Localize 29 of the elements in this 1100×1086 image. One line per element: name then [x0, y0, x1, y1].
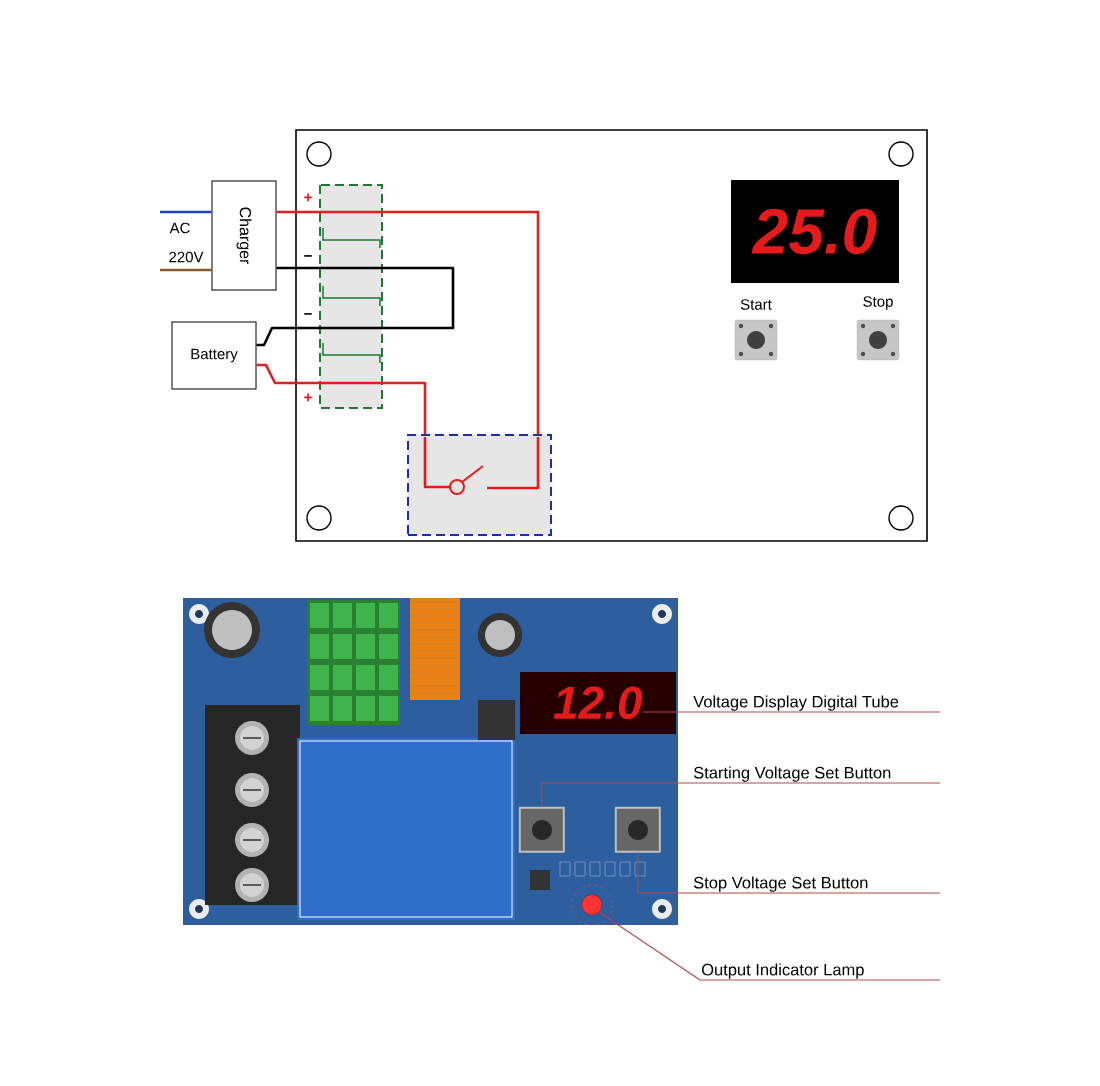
polarity-sign: −: [304, 313, 312, 315]
callout-text: Starting Voltage Set Button: [693, 766, 891, 782]
leader-line: [637, 852, 941, 894]
polarity-sign: +: [304, 193, 312, 202]
button-label: Stop: [863, 296, 893, 310]
battery-box: Battery: [171, 321, 257, 390]
wire-label: AC: [169, 222, 190, 234]
wire: [256, 363, 427, 434]
leader-line: [642, 711, 941, 713]
wire: [256, 266, 455, 347]
button-label: Start: [740, 299, 772, 310]
wire: [276, 210, 540, 434]
relay-box: [407, 434, 552, 536]
callout-text: Output Indicator Lamp: [702, 963, 864, 979]
indicator-lamp: [571, 884, 613, 926]
polarity-sign: +: [304, 393, 312, 402]
wire-label: 220V: [169, 251, 204, 263]
leader-line: [541, 782, 941, 808]
push-button: [518, 806, 565, 853]
display-digits: 12.0: [553, 686, 643, 720]
charger-box: Charger: [211, 180, 277, 291]
callout-text: Voltage Display Digital Tube: [693, 695, 899, 711]
leader-line: [598, 911, 941, 981]
callout-text: Stop Voltage Set Button: [693, 876, 868, 892]
wire: [160, 268, 212, 272]
push-button: [614, 806, 661, 853]
digital-display: 25.0: [731, 180, 899, 283]
polarity-sign: −: [304, 255, 312, 257]
wire: [160, 210, 212, 214]
